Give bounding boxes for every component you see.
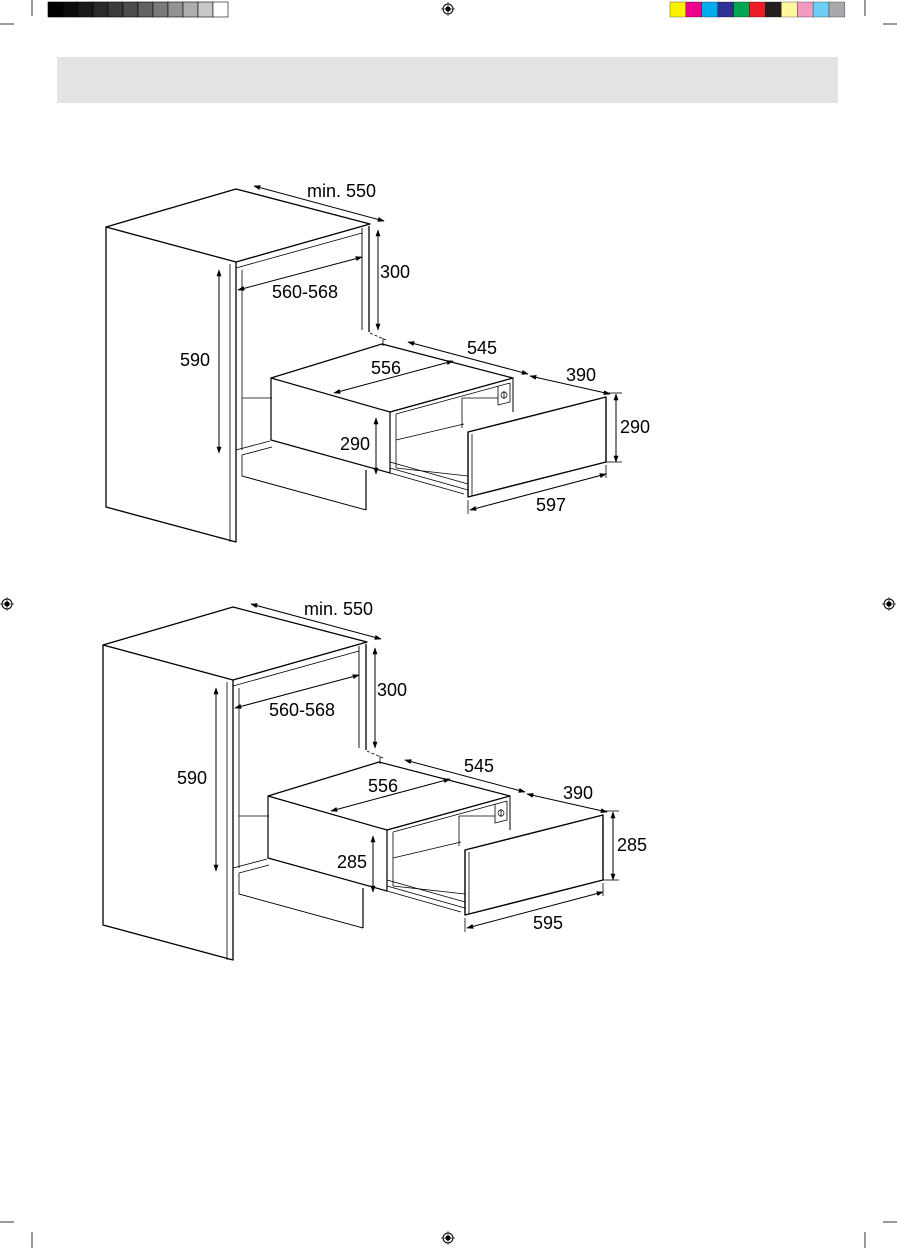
gray-swatch — [168, 2, 183, 17]
outline-line — [271, 378, 390, 473]
label-drawer-depth: 390 — [563, 783, 593, 803]
color-control-strip — [670, 2, 845, 17]
label-front-width: 595 — [533, 913, 563, 933]
color-swatch — [750, 2, 766, 17]
outline-line — [236, 233, 362, 268]
label-depth-min: min. 550 — [307, 181, 376, 201]
gray-swatch — [63, 2, 78, 17]
registration-mark-right — [882, 597, 896, 611]
label-unit-height: 290 — [340, 434, 370, 454]
label-unit-width: 556 — [371, 358, 401, 378]
gray-swatch — [183, 2, 198, 17]
outline-line — [393, 801, 507, 832]
gray-swatch — [93, 2, 108, 17]
outline-line — [233, 651, 359, 686]
outline-line — [390, 378, 513, 412]
gray-swatch — [198, 2, 213, 17]
color-swatch — [686, 2, 702, 17]
outline-line — [390, 462, 468, 484]
gray-swatch — [48, 2, 63, 17]
color-swatch — [670, 2, 686, 17]
outline-line — [396, 468, 468, 476]
gray-swatch — [78, 2, 93, 17]
gray-swatch — [213, 2, 228, 17]
outline-line — [396, 424, 464, 440]
gray-swatch — [108, 2, 123, 17]
gray-swatch — [153, 2, 168, 17]
color-swatch — [718, 2, 734, 17]
outline-line — [387, 796, 510, 830]
outline-line — [242, 455, 366, 510]
outline-line — [387, 891, 461, 912]
outline-line — [239, 865, 269, 873]
registration-mark-left — [0, 597, 14, 611]
outline-line — [393, 842, 461, 858]
color-swatch — [829, 2, 845, 17]
outline-line — [106, 227, 236, 542]
installation-diagram-1: min. 550 300 560-568 590 545 556 390 290 290 597 — [106, 181, 650, 542]
installation-diagram-2: min. 550 300 560-568 590 545 556 390 285 285 595 — [103, 599, 647, 960]
label-unit-height: 285 — [337, 852, 367, 872]
guide-line — [370, 333, 386, 340]
outline-line — [242, 447, 272, 455]
label-niche-width: 560-568 — [272, 282, 338, 302]
label-niche-width: 560-568 — [269, 700, 335, 720]
label-depth-min: min. 550 — [304, 599, 373, 619]
outline-line — [233, 642, 367, 680]
outline-line — [393, 886, 465, 894]
outline-line — [396, 383, 510, 414]
label-niche-clearance: 300 — [377, 680, 407, 700]
label-front-height: 285 — [617, 835, 647, 855]
guide-line — [367, 751, 383, 758]
label-niche-height: 590 — [180, 350, 210, 370]
label-drawer-depth: 390 — [566, 365, 596, 385]
grayscale-control-strip — [48, 2, 228, 17]
color-swatch — [781, 2, 797, 17]
outline-line — [242, 476, 366, 510]
outline-line — [103, 645, 233, 960]
color-swatch — [734, 2, 750, 17]
label-front-height: 290 — [620, 417, 650, 437]
outline-line — [239, 873, 363, 928]
header-band — [57, 57, 838, 103]
color-swatch — [797, 2, 813, 17]
outline-line — [465, 815, 603, 915]
registration-mark-top — [441, 2, 455, 16]
label-niche-clearance: 300 — [380, 262, 410, 282]
outline-line — [468, 397, 606, 497]
outline-line — [387, 880, 465, 902]
label-niche-height: 590 — [177, 768, 207, 788]
color-swatch — [702, 2, 718, 17]
outline-line — [236, 224, 370, 262]
gray-swatch — [138, 2, 153, 17]
label-unit-width: 556 — [368, 776, 398, 796]
outline-line — [239, 894, 363, 928]
registration-mark-bottom — [441, 1231, 455, 1245]
outline-line — [390, 473, 464, 494]
color-swatch — [813, 2, 829, 17]
outline-line — [268, 796, 387, 891]
gray-swatch — [123, 2, 138, 17]
label-unit-depth: 545 — [467, 338, 497, 358]
label-front-width: 597 — [536, 495, 566, 515]
label-unit-depth: 545 — [464, 756, 494, 776]
color-swatch — [765, 2, 781, 17]
